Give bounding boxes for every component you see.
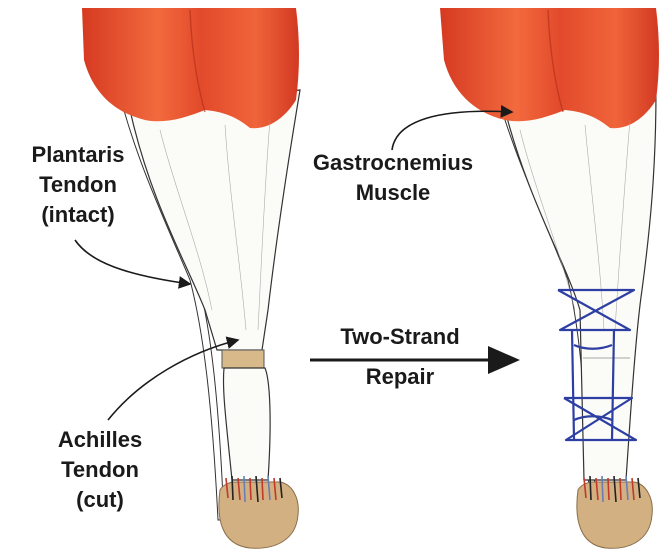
procedure-label-top: Two-Strand: [300, 322, 500, 352]
achilles-label-line-2: Tendon: [30, 455, 170, 485]
plantaris-callout-arrow: [75, 240, 190, 284]
heel-bone-left: [219, 482, 298, 548]
achilles-label-line-1: Achilles: [30, 425, 170, 455]
gastrocnemius-label-line-1: Gastrocnemius: [298, 148, 488, 178]
procedure-label-bottom: Repair: [300, 362, 500, 392]
gastrocnemius-label-line-2: Muscle: [298, 178, 488, 208]
plantaris-label: Plantaris Tendon (intact): [8, 140, 148, 230]
achilles-callout-arrow: [108, 340, 238, 420]
right-leg: [440, 8, 659, 548]
plantaris-label-line-3: (intact): [8, 200, 148, 230]
plantaris-label-line-1: Plantaris: [8, 140, 148, 170]
achilles-tendon-lower-left: [223, 368, 270, 480]
achilles-tendon-right: [505, 90, 656, 480]
gastrocnemius-callout-arrow: [392, 111, 512, 150]
achilles-label-line-3: (cut): [30, 485, 170, 515]
plantaris-label-line-2: Tendon: [8, 170, 148, 200]
cut-gap: [222, 350, 264, 368]
gastrocnemius-label: Gastrocnemius Muscle: [298, 148, 488, 208]
achilles-tendon-upper-left: [130, 90, 300, 350]
achilles-label: Achilles Tendon (cut): [30, 425, 170, 515]
